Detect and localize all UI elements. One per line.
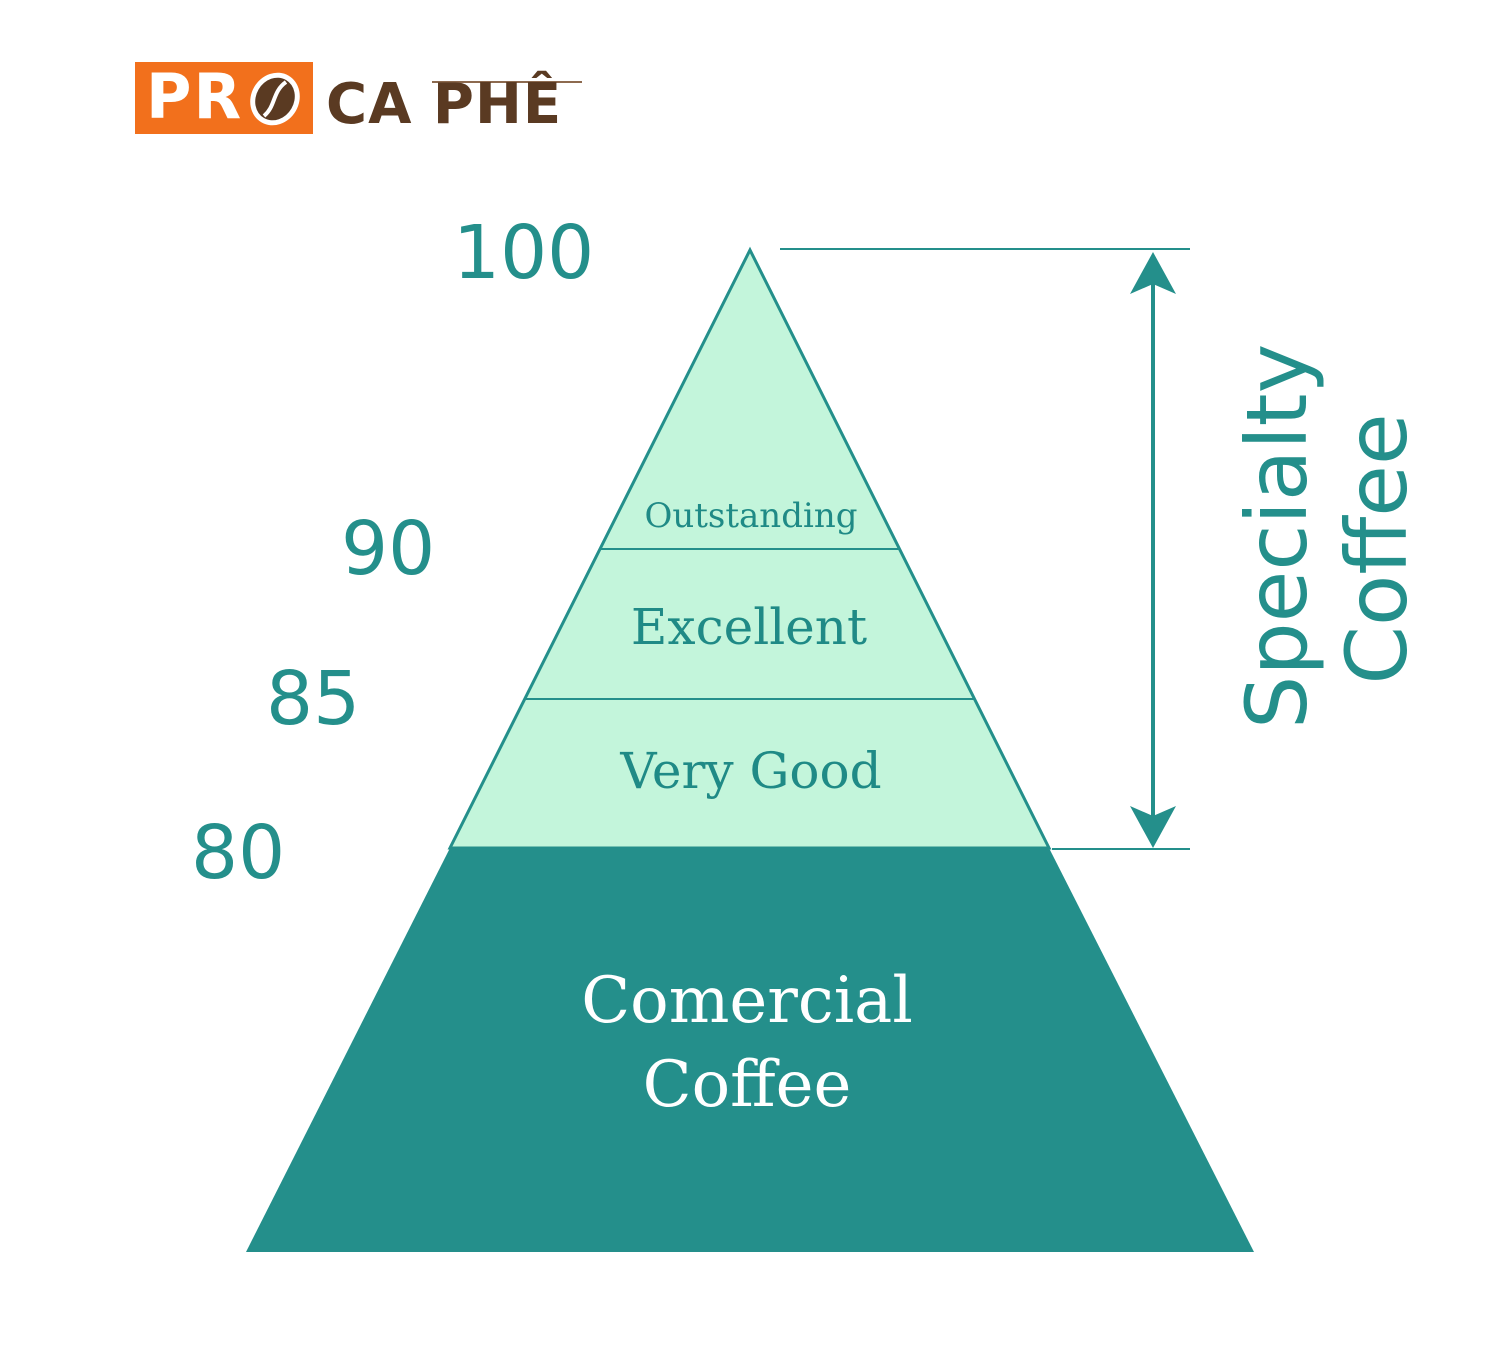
- commercial-tier: [246, 848, 1254, 1252]
- specialty-label: Specialty: [1228, 343, 1326, 729]
- arrow-down-icon: [1130, 806, 1176, 848]
- score-85: 85: [266, 656, 361, 742]
- score-90: 90: [341, 506, 436, 592]
- specialty-coffee-label: Coffee: [1328, 413, 1426, 685]
- logo-accent-line: [432, 81, 582, 83]
- tier-outstanding: Outstanding: [644, 496, 857, 536]
- tier-commercial-line2: Coffee: [643, 1048, 852, 1122]
- logo-brand-text: CA PHÊ: [326, 72, 563, 137]
- tier-very-good: Very Good: [619, 742, 881, 800]
- tier-commercial-line1: Comercial: [581, 964, 913, 1038]
- coffee-bean-icon: [250, 72, 300, 126]
- score-100: 100: [453, 210, 595, 296]
- logo-badge-text: PR: [146, 60, 244, 133]
- tier-excellent: Excellent: [631, 598, 867, 656]
- score-80: 80: [191, 810, 286, 896]
- arrow-up-icon: [1130, 252, 1176, 294]
